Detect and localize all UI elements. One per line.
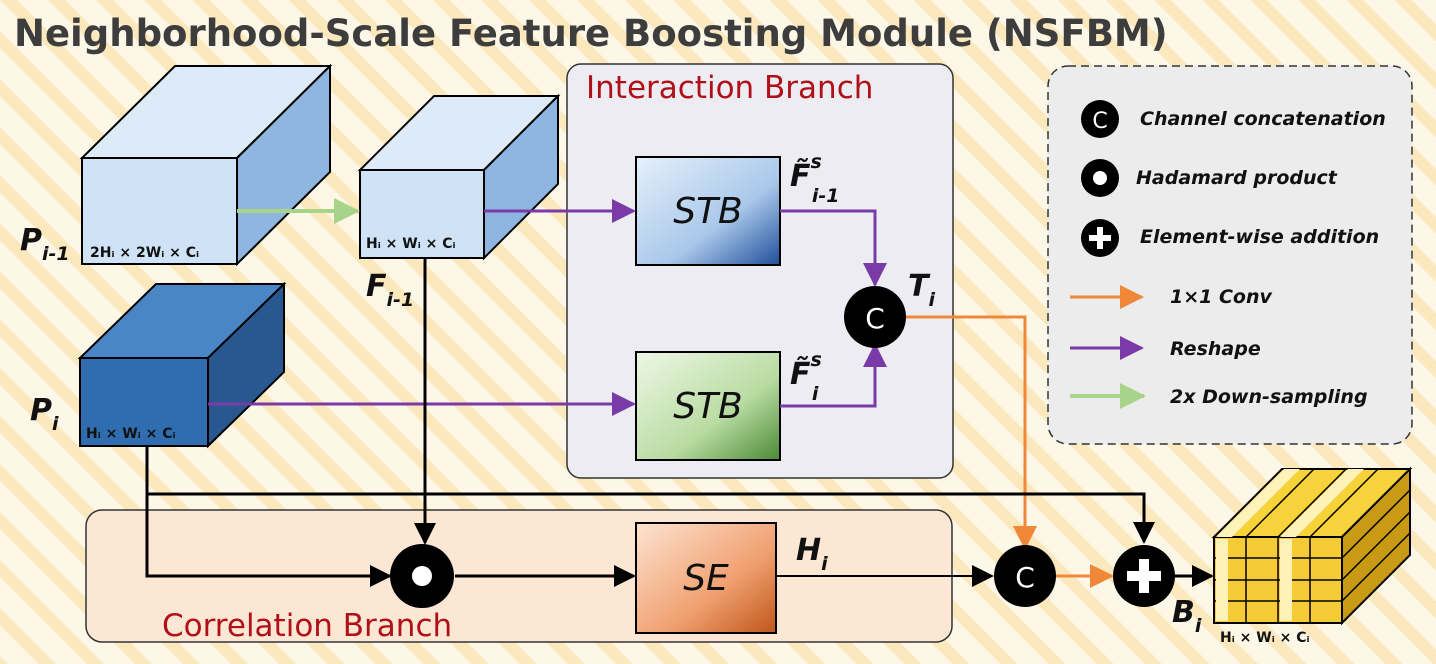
cube-output-b: Hᵢ × Wᵢ × Cᵢ (1211, 466, 1413, 646)
cube-p-prev: 2Hᵢ × 2Wᵢ × Cᵢ (79, 63, 333, 267)
concat-node-top: C (844, 286, 906, 348)
legend-label-add: Element-wise addition (1140, 226, 1379, 248)
label-f-prev: Fi-1 (366, 269, 414, 311)
label-p-prev: Pi-1 (20, 223, 70, 265)
p-prev-dim: 2Hᵢ × 2Wᵢ × Cᵢ (90, 245, 199, 261)
correlation-branch-title: Correlation Branch (162, 608, 452, 644)
stb-block-top (635, 156, 781, 266)
stb-bottom-label: STB (673, 386, 743, 427)
se-label: SE (683, 558, 729, 599)
concat-icon-letter: C (1092, 109, 1107, 134)
concat-icon (1081, 100, 1119, 138)
add-node (1113, 545, 1175, 607)
se-block (635, 522, 777, 634)
label-h: Hi (796, 533, 828, 575)
p-cur-dim: Hᵢ × Wᵢ × Cᵢ (86, 426, 176, 442)
legend-add: Element-wise addition (1081, 219, 1379, 257)
legend-concat: C Channel concatenation (1081, 100, 1386, 138)
reshape-arrow-stb-bottom-to-concat (780, 343, 887, 408)
stb-top-label: STB (673, 191, 743, 232)
legend-label-hadamard: Hadamard product (1136, 167, 1338, 189)
hadamard-node (390, 544, 454, 608)
label-p-cur: Pi (30, 393, 59, 435)
interaction-branch-title: Interaction Branch (586, 70, 873, 106)
conv-arrow-t-to-concat (905, 315, 1037, 550)
b-dim: Hᵢ × Wᵢ × Cᵢ (1220, 630, 1310, 646)
stb-block-bottom (635, 351, 781, 461)
legend-hadamard: Hadamard product (1081, 159, 1338, 197)
legend-label-downsampling: 2x Down-sampling (1170, 386, 1368, 408)
concat-icon (844, 286, 906, 348)
concat-node-bottom: C (994, 545, 1056, 607)
legend-1x1-conv: 1×1 Conv (1070, 285, 1272, 309)
f-prev-dim: Hᵢ × Wᵢ × Cᵢ (366, 236, 456, 252)
arrow-p-cur-to-hadamard (145, 446, 392, 587)
legend-label-concat: Channel concatenation (1140, 108, 1386, 130)
legend-reshape: Reshape (1070, 336, 1261, 360)
legend-downsampling: 2x Down-sampling (1070, 383, 1368, 409)
concat-icon (994, 545, 1056, 607)
svg-text:C: C (1015, 561, 1035, 594)
svg-text:C: C (865, 302, 885, 335)
label-b: Bi (1172, 595, 1202, 637)
reshape-arrow-stb-top-to-concat (780, 209, 887, 287)
cube-f-prev: Hᵢ × Wᵢ × Cᵢ (357, 93, 561, 261)
legend-label-reshape: Reshape (1170, 338, 1261, 360)
label-t: Ti (908, 269, 935, 311)
page-title: Neighborhood-Scale Feature Boosting Modu… (14, 12, 1168, 55)
arrow-residual-to-add (147, 492, 1155, 544)
legend-label-conv: 1×1 Conv (1170, 286, 1272, 308)
